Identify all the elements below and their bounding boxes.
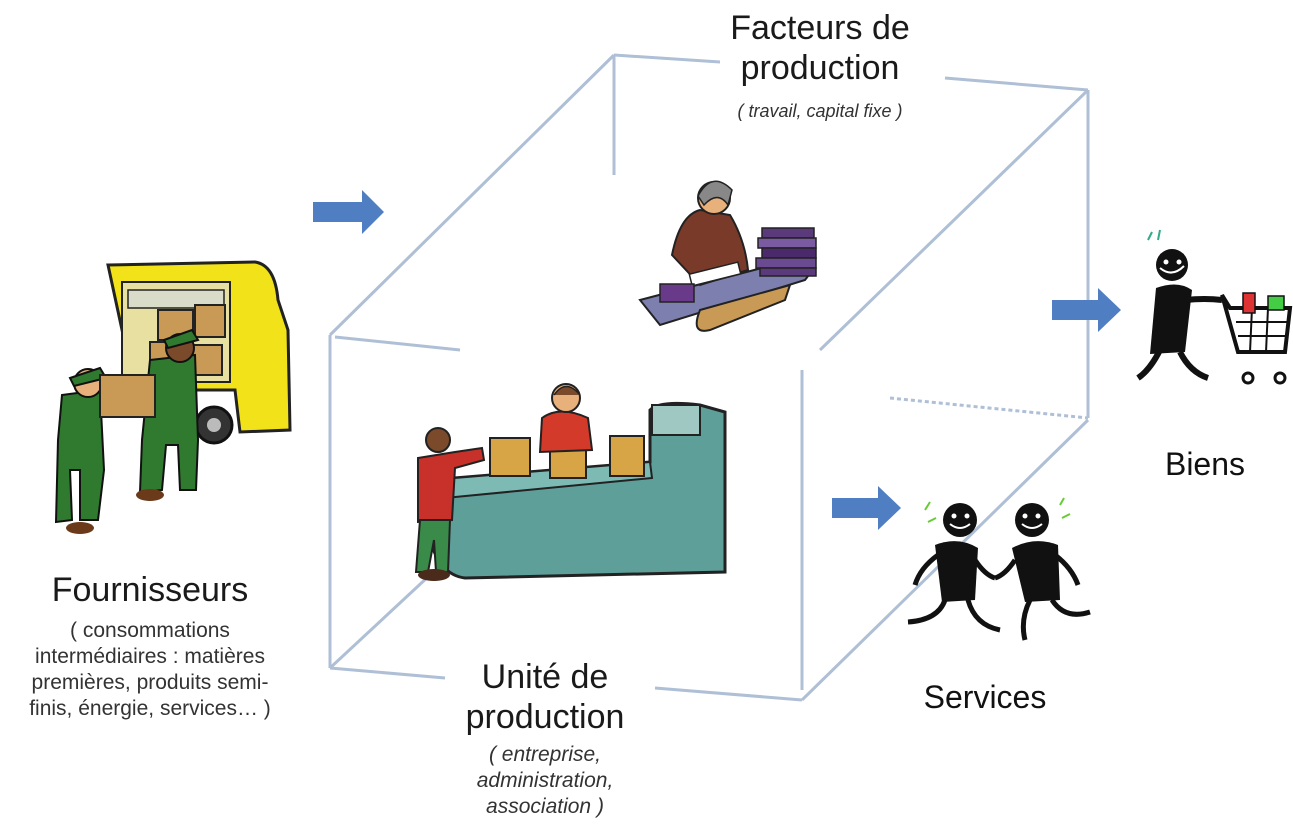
facteurs-title: Facteurs de production (700, 8, 940, 88)
unite-sub-line1: ( entreprise, (488, 743, 602, 766)
desk-worker-icon (638, 180, 817, 332)
unite-sub-line2: administration, (476, 769, 614, 792)
fournisseurs-subtitle: ( consommations intermédiaires : matière… (0, 618, 300, 722)
assembly-line-icon (414, 383, 727, 581)
unite-title-line1: Unité de (481, 658, 609, 696)
arrow-to-services (832, 486, 901, 530)
arrow-to-box (313, 190, 384, 234)
unite-sub-line3: association ) (486, 795, 604, 818)
production-box-wireframe (328, 53, 1090, 702)
facteurs-title-line1: Facteurs de (730, 9, 910, 47)
truck-icon (54, 260, 292, 534)
unite-title-line2: production (465, 698, 625, 736)
books-stack (755, 227, 817, 277)
fournisseurs-sub-line1: ( consommations (70, 619, 230, 642)
arrow-to-biens (1052, 288, 1121, 332)
fournisseurs-sub-line2: intermédiaires : matières (35, 645, 265, 668)
handshake-icon (907, 497, 1091, 641)
shopper-icon (1136, 229, 1293, 385)
facteurs-subtitle: ( travail, capital fixe ) (737, 101, 903, 121)
fournisseurs-sub-line4: finis, énergie, services… ) (29, 697, 271, 720)
facteurs-title-line2: production (740, 49, 900, 87)
fournisseurs-title: Fournisseurs (51, 571, 249, 609)
services-label: Services (923, 679, 1047, 715)
unite-subtitle: ( entreprise, administration, associatio… (420, 742, 670, 820)
unite-title: Unité de production (420, 657, 670, 737)
biens-label: Biens (1164, 446, 1246, 482)
fournisseurs-sub-line3: premières, produits semi- (31, 671, 269, 694)
